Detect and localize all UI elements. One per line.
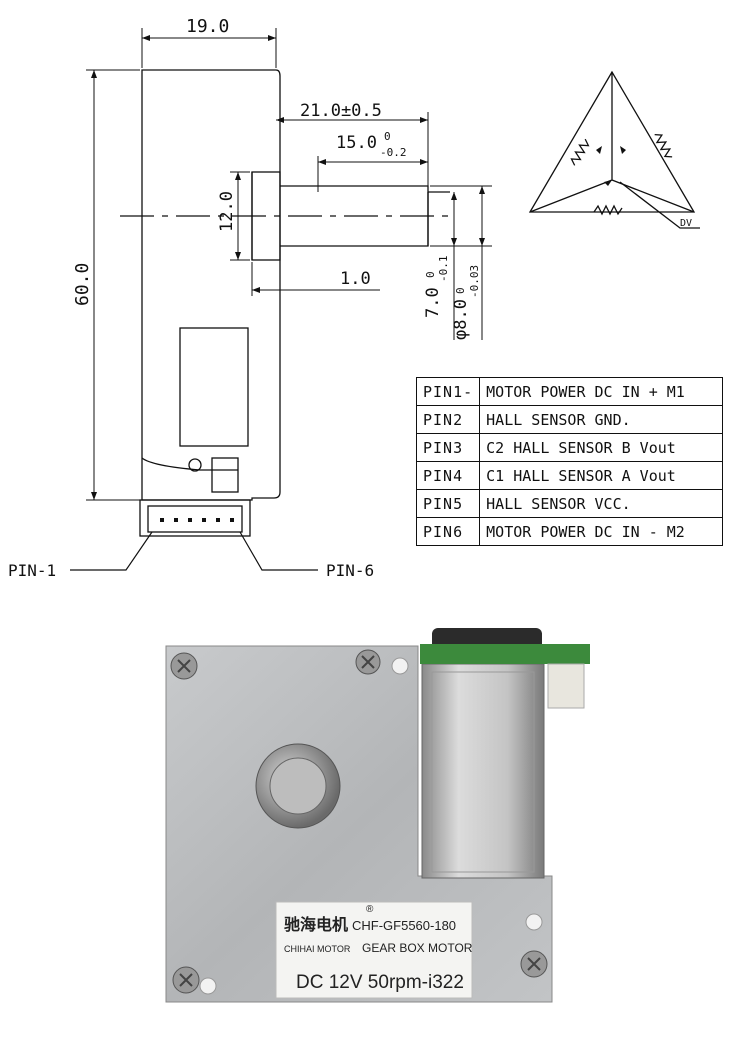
dim-flat-length: 15.0 xyxy=(336,133,377,153)
body-bottom-curve xyxy=(141,457,238,471)
product-label xyxy=(275,901,473,999)
pin-desc: HALL SENSOR VCC. xyxy=(479,489,724,518)
motor-can xyxy=(421,663,545,879)
pin-desc: MOTOR POWER DC IN - M2 xyxy=(479,517,724,546)
pin-id: PIN1- xyxy=(415,377,481,406)
callout-pin-1: PIN-1 xyxy=(8,561,56,580)
schematic-dv-label: DV xyxy=(680,218,692,229)
callout-pin-6: PIN-6 xyxy=(326,561,374,580)
label-brand-cn: 驰海电机 xyxy=(284,915,348,934)
dim-boss-offset: 1.0 xyxy=(340,269,371,289)
connector-6pin xyxy=(139,499,251,537)
motor-body-outline xyxy=(141,69,281,501)
mount-hole-side xyxy=(188,458,202,472)
dim-shaft-diameter-tol-lower: -0.03 xyxy=(468,265,481,298)
dim-flat-width-tol-upper: 0 xyxy=(424,271,437,278)
encoder-pcb xyxy=(420,644,590,664)
product-photo: 驰海电机 ® CHF-GF5560-180 CHIHAI MOTOR GEAR … xyxy=(165,628,590,1003)
dim-flat-width: 7.0 xyxy=(423,287,443,318)
rear-panel xyxy=(179,327,249,447)
pin-desc: C1 HALL SENSOR A Vout xyxy=(479,461,724,490)
pin-id: PIN5 xyxy=(415,489,481,518)
pin-id: PIN4 xyxy=(415,461,481,490)
label-model: CHF-GF5560-180 xyxy=(352,918,456,933)
dim-boss-diameter: 12.0 xyxy=(217,191,237,232)
connector-housing-side xyxy=(211,457,239,493)
label-spec: DC 12V 50rpm-i322 xyxy=(296,972,464,993)
label-registered-mark: ® xyxy=(366,904,374,915)
pcb-connector xyxy=(547,663,585,709)
pin-desc: MOTOR POWER DC IN + M1 xyxy=(479,377,724,406)
label-brand-en: CHIHAI MOTOR xyxy=(284,944,351,954)
dim-flat-length-tol-upper: 0 xyxy=(384,130,391,143)
table-row: PIN1-MOTOR POWER DC IN + M1 xyxy=(415,377,724,406)
dim-flat-width-tol-lower: -0.1 xyxy=(437,256,450,283)
dim-shaft-diameter-tol-upper: 0 xyxy=(454,287,467,294)
dim-shaft-length: 21.0±0.5 xyxy=(300,101,382,121)
pin-id: PIN6 xyxy=(415,517,481,546)
pin-desc: HALL SENSOR GND. xyxy=(479,405,724,434)
pin-id: PIN2 xyxy=(415,405,481,434)
connector-pins xyxy=(160,518,234,522)
pin-desc: C2 HALL SENSOR B Vout xyxy=(479,433,724,462)
label-type: GEAR BOX MOTOR xyxy=(362,941,473,955)
dim-height-total: 60.0 xyxy=(72,263,93,306)
screw-icon xyxy=(170,649,548,994)
pin-id: PIN3 xyxy=(415,433,481,462)
dim-width-top: 19.0 xyxy=(186,16,229,37)
dim-shaft-diameter: φ8.0 xyxy=(451,299,471,340)
winding-schematic xyxy=(528,70,700,229)
technical-drawing: 19.0 60.0 12.0 21.0±0.5 15.0 0 -0.2 1.0 … xyxy=(8,16,700,580)
dim-flat-length-tol-lower: -0.2 xyxy=(380,146,407,159)
